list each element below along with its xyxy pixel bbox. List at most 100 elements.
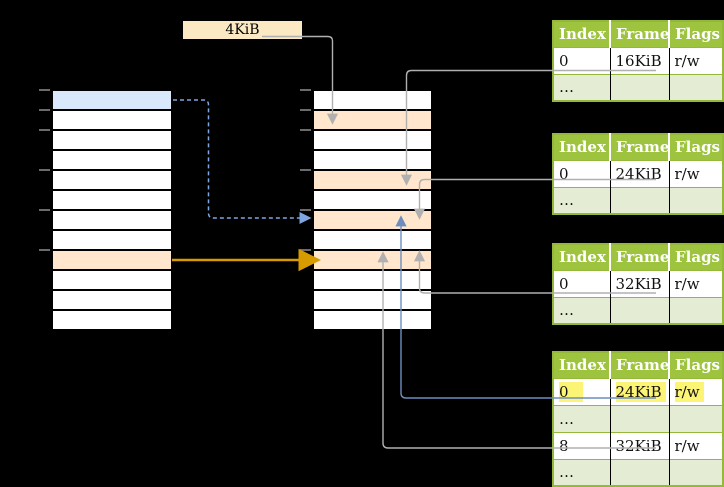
memory-cell-white bbox=[313, 90, 432, 110]
page-size-label: 4KiB bbox=[183, 21, 302, 39]
cell-ellipsis: … bbox=[553, 186, 611, 214]
cell-flags: r/w bbox=[669, 431, 723, 459]
memory-cell-white bbox=[52, 230, 172, 250]
highlight: 24KiB bbox=[615, 381, 666, 402]
memory-cell-white bbox=[52, 290, 172, 310]
cell-frame: 16KiB bbox=[610, 46, 670, 74]
memory-cell-white bbox=[52, 170, 172, 190]
page-table-1: Index Frame Flags 0 16KiB r/w … bbox=[552, 20, 724, 102]
memory-cell-white bbox=[52, 210, 172, 230]
memory-cell-white bbox=[52, 310, 172, 330]
memory-cell-white bbox=[52, 110, 172, 130]
tick-mark bbox=[39, 89, 50, 91]
table-header-row: Index Frame Flags bbox=[553, 21, 723, 47]
cell-frame: 24KiB bbox=[610, 159, 670, 187]
tick-mark bbox=[300, 89, 311, 91]
table-row: 0 32KiB r/w bbox=[553, 269, 723, 297]
memory-cell-white bbox=[52, 130, 172, 150]
memory-column-middle bbox=[300, 89, 432, 330]
tick-mark bbox=[300, 209, 311, 211]
cell-index: 8 bbox=[553, 431, 611, 459]
table-row: 0 24KiB r/w bbox=[553, 159, 723, 187]
memory-cell-white bbox=[313, 310, 432, 330]
memory-column-left bbox=[39, 89, 172, 330]
memory-cell-white bbox=[313, 270, 432, 290]
col-header-frame: Frame bbox=[610, 134, 670, 160]
table-row: 8 32KiB r/w bbox=[553, 431, 723, 459]
tick-mark bbox=[39, 249, 50, 251]
table-row-highlighted: 0 24KiB r/w bbox=[553, 377, 723, 405]
memory-cell-white bbox=[313, 150, 432, 170]
col-header-flags: Flags bbox=[669, 244, 723, 270]
table-row-ellipsis: … bbox=[553, 296, 723, 324]
page-table-4: Index Frame Flags 0 24KiB r/w … 8 32KiB … bbox=[552, 351, 724, 487]
cell-flags: r/w bbox=[669, 159, 723, 187]
memory-cell-white bbox=[313, 190, 432, 210]
cell-frame: 32KiB bbox=[610, 431, 670, 459]
cell-flags: r/w bbox=[669, 46, 723, 74]
tick-mark bbox=[39, 209, 50, 211]
memory-cell-white bbox=[313, 130, 432, 150]
tick-mark bbox=[300, 129, 311, 131]
col-header-flags: Flags bbox=[669, 134, 723, 160]
cell-empty bbox=[610, 404, 670, 432]
cell-empty bbox=[669, 404, 723, 432]
table-row-ellipsis: … bbox=[553, 186, 723, 214]
cell-empty bbox=[669, 296, 723, 324]
memory-cell-white bbox=[313, 230, 432, 250]
col-header-flags: Flags bbox=[669, 21, 723, 47]
tick-mark bbox=[300, 249, 311, 251]
highlight: 0 bbox=[559, 381, 583, 402]
tick-mark bbox=[39, 129, 50, 131]
cell-ellipsis: … bbox=[553, 404, 611, 432]
cell-index: 0 bbox=[553, 46, 611, 74]
col-header-index: Index bbox=[553, 134, 611, 160]
col-header-frame: Frame bbox=[610, 352, 670, 378]
cell-index: 0 bbox=[553, 377, 611, 405]
cell-empty bbox=[610, 296, 670, 324]
table-header-row: Index Frame Flags bbox=[553, 134, 723, 160]
tick-mark bbox=[39, 109, 50, 111]
col-header-frame: Frame bbox=[610, 21, 670, 47]
memory-cell-orange bbox=[52, 250, 172, 270]
cell-frame: 32KiB bbox=[610, 269, 670, 297]
cell-index: 0 bbox=[553, 269, 611, 297]
table-row-ellipsis: … bbox=[553, 73, 723, 101]
memory-cell-white bbox=[52, 270, 172, 290]
tick-mark bbox=[39, 169, 50, 171]
memory-cell-orange bbox=[313, 250, 432, 270]
cell-flags: r/w bbox=[669, 377, 723, 405]
memory-cell-blue bbox=[52, 90, 172, 110]
col-header-flags: Flags bbox=[669, 352, 723, 378]
cell-empty bbox=[669, 458, 723, 486]
cell-empty bbox=[610, 73, 670, 101]
cell-index: 0 bbox=[553, 159, 611, 187]
table-row: 0 16KiB r/w bbox=[553, 46, 723, 74]
tick-mark bbox=[300, 169, 311, 171]
cell-empty bbox=[669, 73, 723, 101]
cell-ellipsis: … bbox=[553, 458, 611, 486]
cell-ellipsis: … bbox=[553, 296, 611, 324]
page-table-3: Index Frame Flags 0 32KiB r/w … bbox=[552, 243, 724, 325]
memory-cell-orange bbox=[313, 210, 432, 230]
cell-frame: 24KiB bbox=[610, 377, 670, 405]
table-header-row: Index Frame Flags bbox=[553, 244, 723, 270]
memory-cell-white bbox=[52, 150, 172, 170]
col-header-index: Index bbox=[553, 244, 611, 270]
table-row-ellipsis: … bbox=[553, 404, 723, 432]
col-header-index: Index bbox=[553, 352, 611, 378]
cell-ellipsis: … bbox=[553, 73, 611, 101]
memory-cell-white bbox=[313, 290, 432, 310]
col-header-frame: Frame bbox=[610, 244, 670, 270]
arrow-left-blue-row-dashed bbox=[173, 99, 312, 224]
highlight: r/w bbox=[674, 381, 704, 402]
tick-mark bbox=[300, 109, 311, 111]
cell-flags: r/w bbox=[669, 269, 723, 297]
cell-empty bbox=[669, 186, 723, 214]
memory-cell-white bbox=[52, 190, 172, 210]
cell-empty bbox=[610, 186, 670, 214]
table-header-row: Index Frame Flags bbox=[553, 352, 723, 378]
memory-cell-orange bbox=[313, 110, 432, 130]
memory-cell-orange bbox=[313, 170, 432, 190]
